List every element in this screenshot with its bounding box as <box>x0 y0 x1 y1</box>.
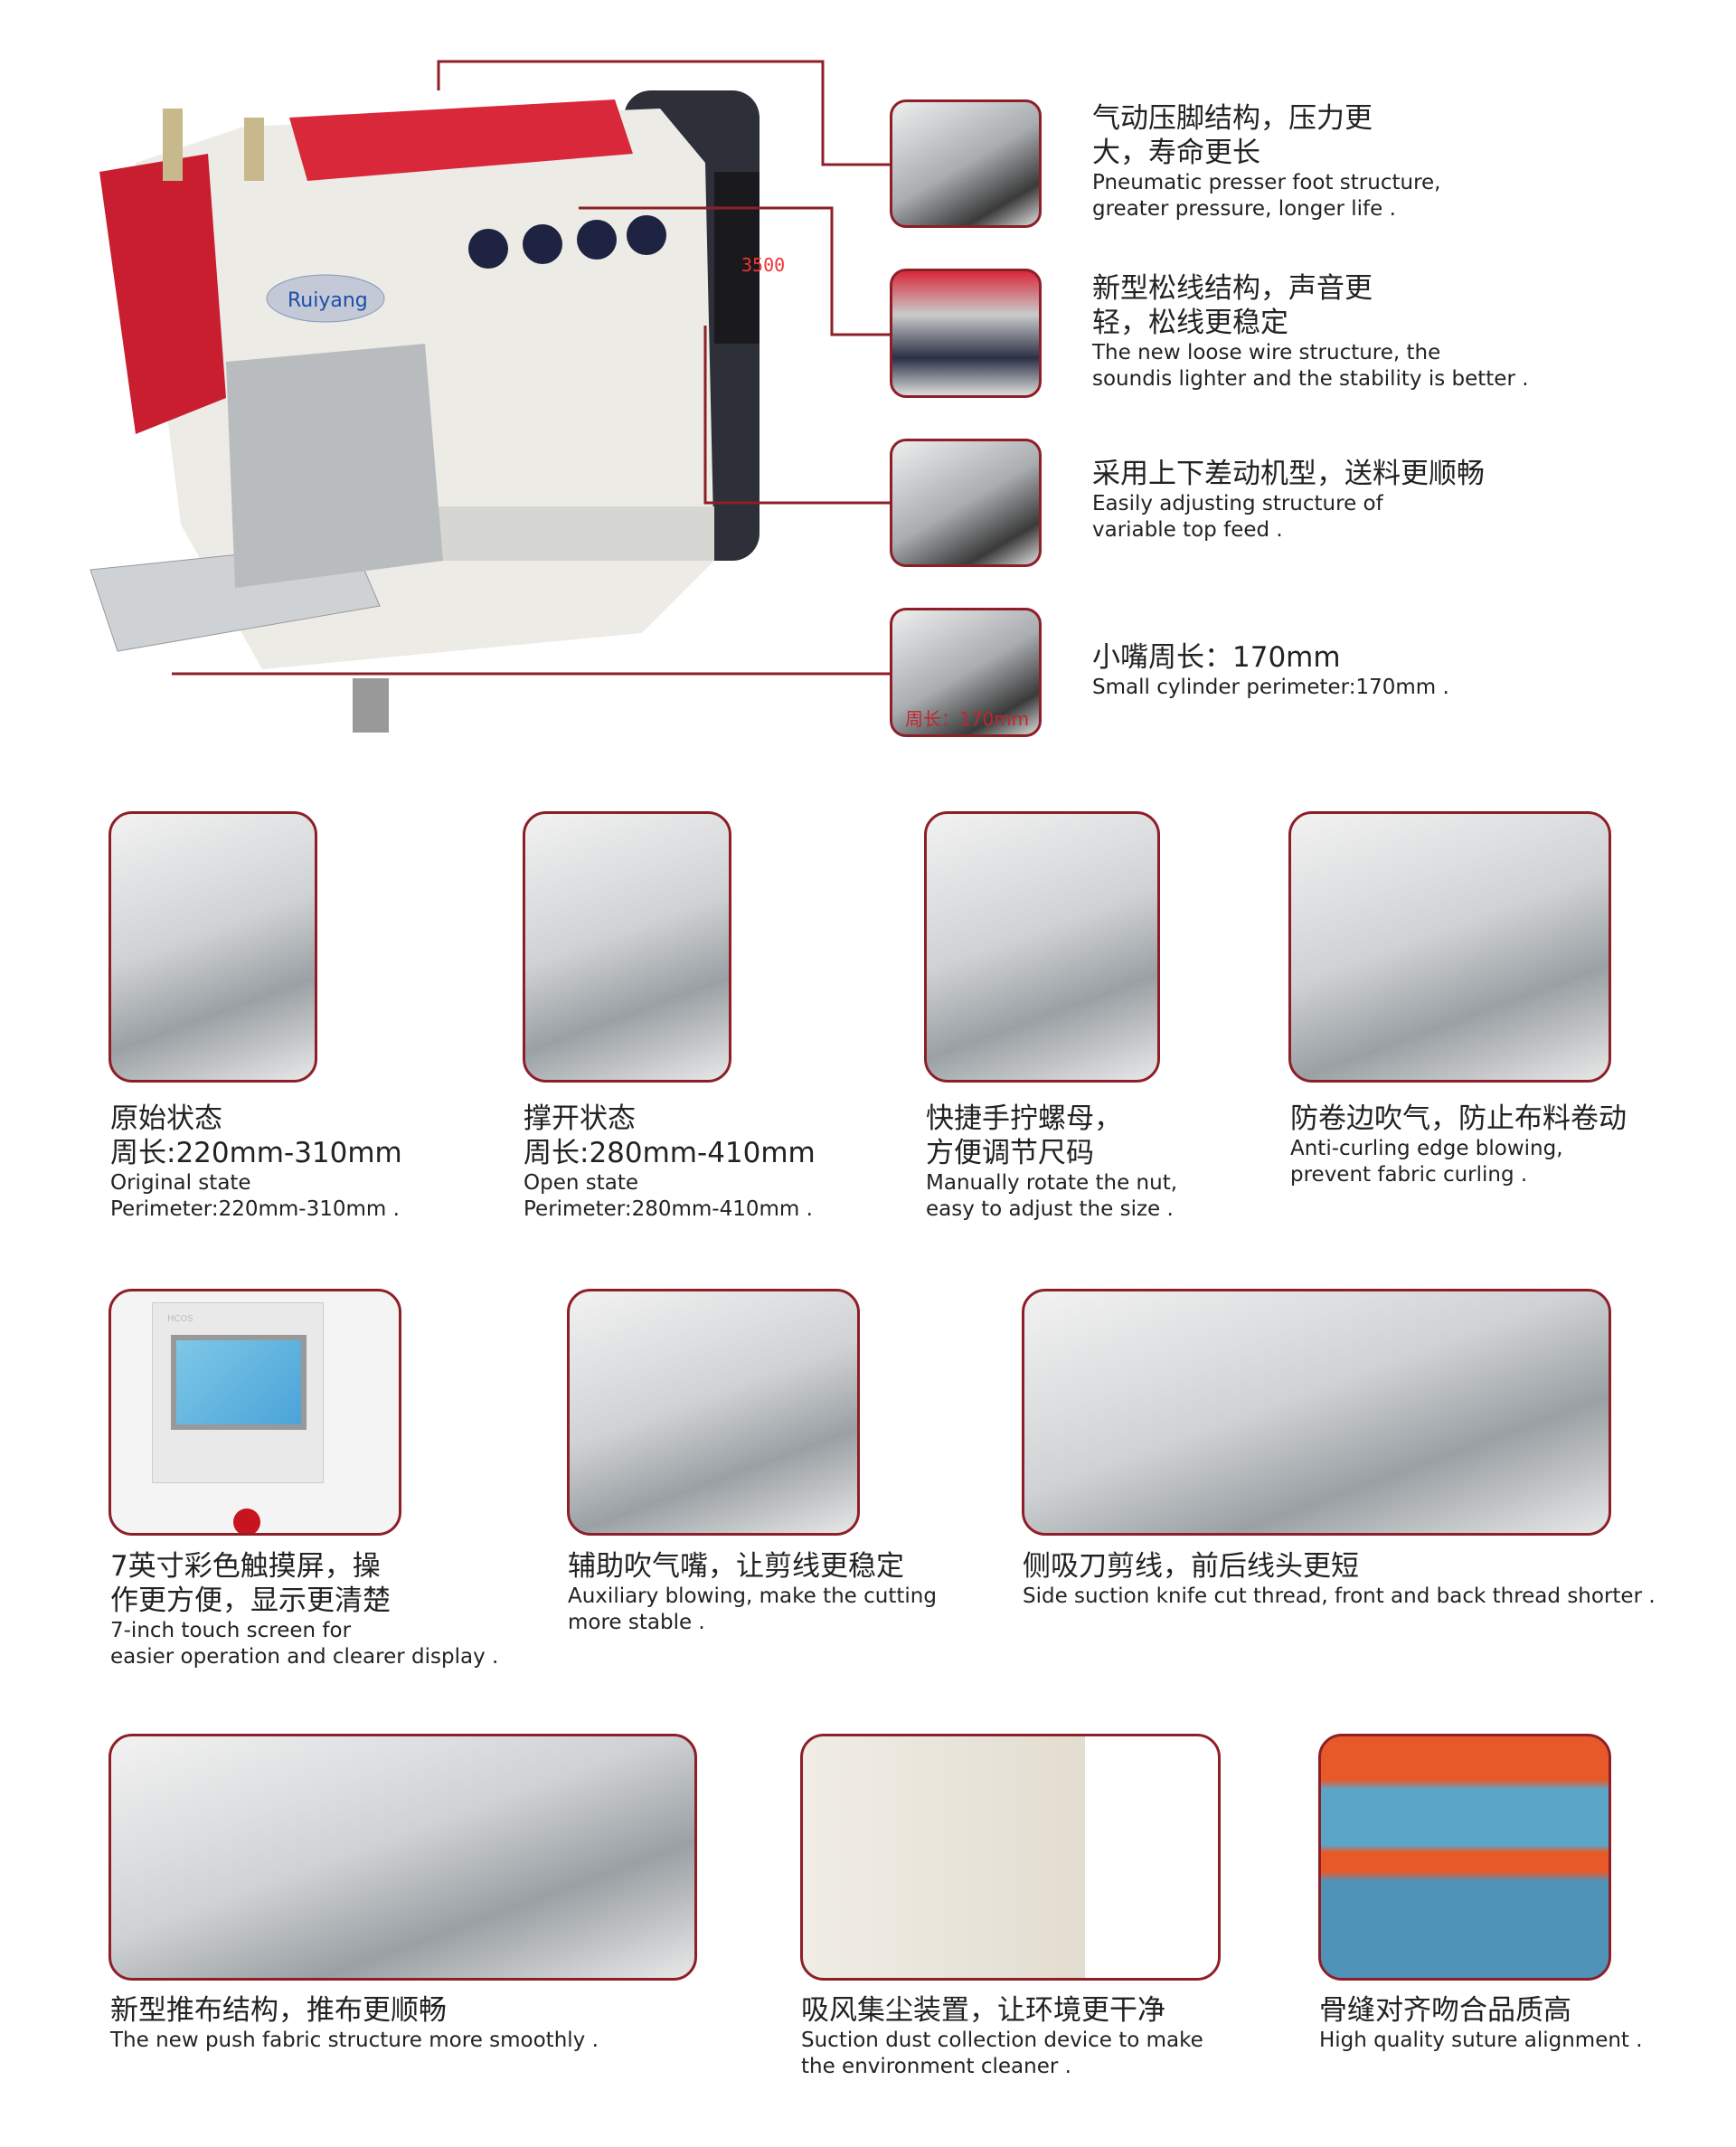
touch-screen-display <box>171 1335 307 1430</box>
thumb-loose-wire <box>890 269 1042 398</box>
callout-title-line1: 气动压脚结构，压力更 <box>1092 102 1373 135</box>
feature-title-line1: 快捷手拧螺母， <box>926 1102 1122 1135</box>
feature-desc-line2: more stable . <box>568 1611 705 1634</box>
feature-desc-line1: Auxiliary blowing, make the cutting <box>568 1584 937 1608</box>
feature-title: 防卷边吹气，防止布料卷动 <box>1290 1102 1627 1135</box>
feature-title: 侧吸刀剪线，前后线头更短 <box>1023 1550 1359 1583</box>
emergency-stop-button <box>233 1509 260 1533</box>
feature-suture-alignment: 骨缝对齐吻合品质高 High quality suture alignment … <box>1319 1993 1643 2054</box>
display-readout: 3500 <box>741 254 785 276</box>
feature-dust-collection: 吸风集尘装置，让环境更干净 Suction dust collection de… <box>801 1993 1203 2080</box>
feature-desc-line1: Original state <box>110 1171 251 1195</box>
feature-anti-curling: 防卷边吹气，防止布料卷动 Anti-curling edge blowing, … <box>1290 1102 1627 1188</box>
overlock-machine-illustration: Ruiyang 3500 <box>90 90 785 733</box>
photo-hand-nut <box>924 811 1160 1083</box>
photo-blowing-nozzle <box>567 1289 860 1536</box>
feature-title: 骨缝对齐吻合品质高 <box>1319 1994 1571 2027</box>
callout-desc-line1: Pneumatic presser foot structure, <box>1092 171 1441 194</box>
feature-desc-line1: Anti-curling edge blowing, <box>1290 1137 1563 1160</box>
feature-title-line2: 周长:280mm-410mm <box>524 1137 816 1169</box>
feature-desc-line2: the environment cleaner . <box>801 2055 1071 2078</box>
feature-desc-line2: easier operation and clearer display . <box>110 1645 499 1669</box>
callout-loose-wire: 新型松线结构，声音更 轻，松线更稳定 The new loose wire st… <box>1092 271 1529 393</box>
feature-title: 吸风集尘装置，让环境更干净 <box>801 1994 1165 2027</box>
photo-anti-curling <box>1288 811 1611 1083</box>
feature-blowing-nozzle: 辅助吹气嘴，让剪线更稳定 Auxiliary blowing, make the… <box>568 1549 937 1636</box>
feature-hand-nut: 快捷手拧螺母， 方便调节尺码 Manually rotate the nut, … <box>926 1102 1177 1223</box>
feature-desc-line1: 7-inch touch screen for <box>110 1619 352 1642</box>
feature-desc-line2: Perimeter:280mm-410mm . <box>524 1197 813 1221</box>
callout-desc-line1: Easily adjusting structure of <box>1092 492 1383 515</box>
feature-open-state: 撑开状态 周长:280mm-410mm Open state Perimeter… <box>524 1102 816 1223</box>
feature-desc: High quality suture alignment . <box>1319 2029 1643 2052</box>
callout-title-line2: 轻，松线更稳定 <box>1092 307 1288 339</box>
photo-original-state <box>108 811 317 1083</box>
thumb-presser-foot <box>890 99 1042 228</box>
machine-image: Ruiyang 3500 <box>81 54 796 769</box>
feature-title-line2: 周长:220mm-310mm <box>110 1137 402 1169</box>
callout-title: 采用上下差动机型，送料更顺畅 <box>1092 458 1485 490</box>
feature-touch-screen: 7英寸彩色触摸屏，操 作更方便，显示更清楚 7-inch touch scree… <box>110 1549 498 1670</box>
feature-original-state: 原始状态 周长:220mm-310mm Original state Perim… <box>110 1102 402 1223</box>
callout-desc: Small cylinder perimeter:170mm . <box>1092 676 1449 699</box>
feature-title-line2: 方便调节尺码 <box>926 1137 1094 1169</box>
callout-desc-line2: variable top feed . <box>1092 518 1283 542</box>
callout-desc-line2: greater pressure, longer life . <box>1092 197 1396 221</box>
feature-desc: Side suction knife cut thread, front and… <box>1023 1584 1656 1608</box>
brand-logo: Ruiyang <box>288 289 368 312</box>
feature-title: 新型推布结构，推布更顺畅 <box>110 1994 447 2027</box>
feature-desc-line2: easy to adjust the size . <box>926 1197 1174 1221</box>
photo-dust-collection <box>800 1734 1221 1981</box>
screen-housing: HCOS <box>152 1302 324 1483</box>
photo-touch-screen: HCOS <box>108 1289 401 1536</box>
photo-side-suction-knife <box>1022 1289 1611 1536</box>
feature-desc-line1: Manually rotate the nut, <box>926 1171 1178 1195</box>
screen-brand-label: HCOS <box>167 1314 193 1324</box>
feature-desc-line1: Open state <box>524 1171 639 1195</box>
callout-top-feed: 采用上下差动机型，送料更顺畅 Easily adjusting structur… <box>1092 457 1485 544</box>
feature-desc-line2: prevent fabric curling . <box>1290 1163 1528 1187</box>
thumb-small-cylinder: 周长：170mm <box>890 608 1042 737</box>
callout-small-cylinder: 小嘴周长：170mm Small cylinder perimeter:170m… <box>1092 640 1449 701</box>
callout-desc-line1: The new loose wire structure, the <box>1092 341 1441 364</box>
feature-title-line1: 7英寸彩色触摸屏，操 <box>110 1550 381 1583</box>
feature-desc: The new push fabric structure more smoot… <box>110 2029 599 2052</box>
feature-title: 辅助吹气嘴，让剪线更稳定 <box>568 1550 904 1583</box>
feature-desc-line1: Suction dust collection device to make <box>801 2029 1203 2052</box>
callout-connectors <box>172 60 890 676</box>
callout-presser-foot: 气动压脚结构，压力更 大，寿命更长 Pneumatic presser foot… <box>1092 101 1440 222</box>
thumb-perimeter-label: 周长：170mm <box>905 708 1030 730</box>
callout-title-line1: 新型松线结构，声音更 <box>1092 272 1373 305</box>
callout-desc-line2: soundis lighter and the stability is bet… <box>1092 367 1529 391</box>
feature-desc-line2: Perimeter:220mm-310mm . <box>110 1197 400 1221</box>
photo-push-fabric <box>108 1734 697 1981</box>
photo-suture-alignment <box>1318 1734 1611 1981</box>
feature-side-suction-knife: 侧吸刀剪线，前后线头更短 Side suction knife cut thre… <box>1023 1549 1656 1610</box>
thumb-top-feed <box>890 439 1042 567</box>
feature-title-line1: 原始状态 <box>110 1102 222 1135</box>
photo-open-state <box>523 811 731 1083</box>
feature-title-line1: 撑开状态 <box>524 1102 636 1135</box>
callout-title: 小嘴周长：170mm <box>1092 641 1341 674</box>
feature-title-line2: 作更方便，显示更清楚 <box>110 1584 391 1617</box>
feature-push-fabric: 新型推布结构，推布更顺畅 The new push fabric structu… <box>110 1993 599 2054</box>
callout-title-line2: 大，寿命更长 <box>1092 137 1260 169</box>
